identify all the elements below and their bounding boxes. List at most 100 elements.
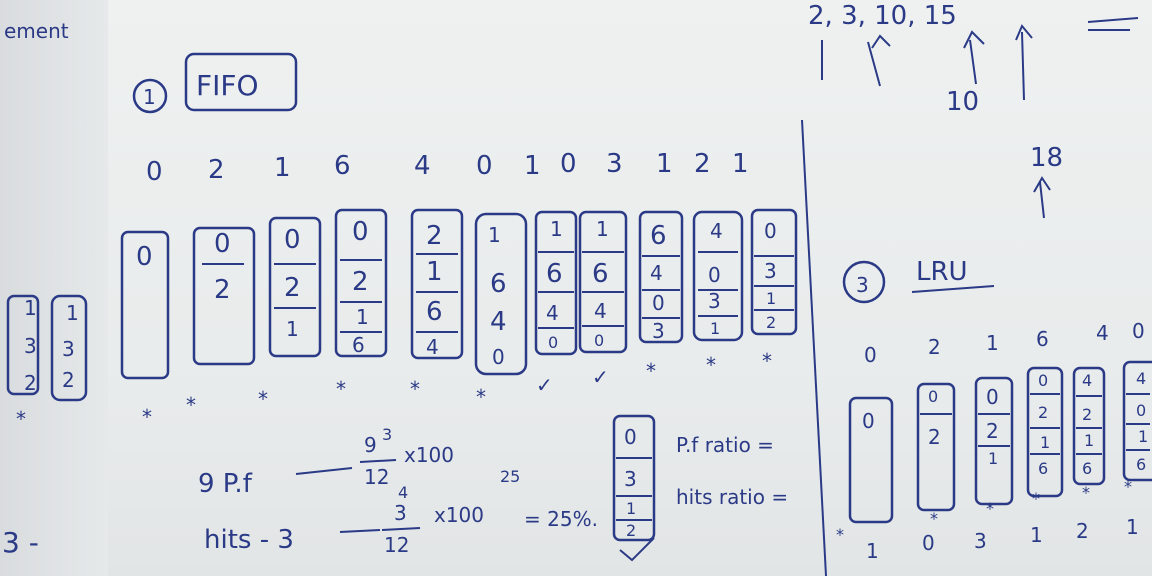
fifo-col4-cell2: 2 <box>352 267 369 297</box>
left-cell-b-2: 3 <box>62 337 75 361</box>
hit-ratio-label: hits ratio = <box>676 485 788 509</box>
fifo-column-4 <box>334 208 388 358</box>
fifo-col7-cell2: 6 <box>546 259 563 289</box>
lru-mark-2: * <box>930 509 938 528</box>
fifo-ref-6: 1 <box>524 151 541 181</box>
fifo-ref-2: 1 <box>274 153 291 183</box>
fifo-column-5 <box>410 208 464 360</box>
fifo-col11-cell1: 0 <box>764 219 777 243</box>
lru-col2-cell2: 2 <box>928 425 941 449</box>
left-cell-a-1: 1 <box>24 296 37 320</box>
lru-mark-5: * <box>1082 483 1090 502</box>
fifo-ref-3: 6 <box>334 151 351 181</box>
fifo-column-1 <box>120 230 170 380</box>
fifo-col6-cell4: 0 <box>492 345 505 369</box>
hit-label: hits - 3 <box>204 525 294 555</box>
lru-col4-cell3: 1 <box>1040 433 1050 452</box>
fifo-col11-cell2: 3 <box>764 259 777 283</box>
fifo-mark-4: * <box>336 377 346 401</box>
fifo-reference-string: 0 2 1 6 4 0 1 0 3 1 2 1 <box>146 149 749 187</box>
lru-ref-1: 2 <box>928 335 941 359</box>
lru-bottom-2: 3 <box>974 529 987 553</box>
left-cell-a-3: 2 <box>24 371 37 395</box>
fifo-col5-cell1: 2 <box>426 221 443 251</box>
hit-bottom: 12 <box>384 533 409 557</box>
fifo-column-2 <box>192 226 256 366</box>
fifo-col9-cell4: 3 <box>652 319 665 343</box>
fifo-ref-9: 1 <box>656 149 673 179</box>
left-page-frames: 1 3 2 1 3 2 * <box>6 294 88 431</box>
fault-top2: 3 <box>382 425 392 444</box>
fifo-col8-cell4: 0 <box>594 331 604 350</box>
fault-bottom: 12 <box>364 465 389 489</box>
fifo-section-number: 1 <box>143 85 156 109</box>
lru-col3-cell1: 0 <box>986 385 999 409</box>
fifo-ref-5: 0 <box>476 151 493 181</box>
fifo-col11-cell3: 1 <box>766 289 776 308</box>
fifo-column-3 <box>268 216 322 358</box>
lru-col5-cell1: 4 <box>1082 371 1092 390</box>
fifo-col11-cell4: 2 <box>766 313 776 332</box>
lru-ref-3: 6 <box>1036 327 1049 351</box>
fifo-col9-cell3: 0 <box>652 291 665 315</box>
hit-multiplier: x100 <box>434 503 484 527</box>
fifo-column-9 <box>638 210 684 344</box>
fifo-col4-cell3: 1 <box>356 305 369 329</box>
left-cell-a-2: 3 <box>24 334 37 358</box>
summary-cell-4: 2 <box>626 521 636 540</box>
fifo-col7-cell1: 1 <box>550 217 563 241</box>
lru-col4-cell1: 0 <box>1038 371 1048 390</box>
lru-mark-6: * <box>1124 477 1132 496</box>
lru-col6-cell1: 4 <box>1136 369 1146 388</box>
fifo-ref-10: 2 <box>694 149 711 179</box>
lru-bottom-4: 2 <box>1076 519 1089 543</box>
fifo-col6-cell2: 6 <box>490 269 507 299</box>
hit-top: 3 <box>394 501 407 525</box>
fault-multiplier: x100 <box>404 443 454 467</box>
fifo-marks: * * * * * * ✓ ✓ * * * <box>142 349 772 429</box>
lru-col6-cell3: 1 <box>1138 427 1148 446</box>
lru-bottom-0: 1 <box>866 539 879 563</box>
fifo-mark-8: ✓ <box>592 365 609 389</box>
fifo-mark-6: * <box>476 385 486 409</box>
top-right-text-2: 10 <box>946 87 979 117</box>
lru-col5-cell3: 1 <box>1084 431 1094 450</box>
page-divider <box>801 119 827 576</box>
fifo-title-box <box>184 52 298 112</box>
lru-ref-2: 1 <box>986 331 999 355</box>
summary-cell-2: 3 <box>624 467 637 491</box>
fifo-hit-calculation: hits - 3 3 12 x100 25 = 25%. <box>204 467 598 557</box>
fifo-col5-cell4: 4 <box>426 335 439 359</box>
lru-bottom-5: 1 <box>1126 515 1139 539</box>
fifo-title: FIFO <box>196 69 259 102</box>
fifo-column-6 <box>474 212 528 376</box>
fifo-col10-cell3: 3 <box>708 289 721 313</box>
fifo-mark-1: * <box>142 405 152 429</box>
fifo-col4-cell4: 6 <box>352 333 365 357</box>
lru-mark-4: * <box>1032 489 1040 508</box>
fifo-col5-cell3: 6 <box>426 297 443 327</box>
lru-reference-string: 0 2 1 6 4 0 <box>864 319 1145 367</box>
lru-col6-cell4: 6 <box>1136 455 1146 474</box>
lru-section-circle <box>842 260 886 304</box>
fifo-mark-5: * <box>410 377 420 401</box>
lru-col3-cell3: 1 <box>988 449 998 468</box>
section-number-circle <box>132 78 168 114</box>
fifo-col8-cell2: 6 <box>592 259 609 289</box>
fifo-col3-cell1: 0 <box>284 225 301 255</box>
fifo-col3-cell2: 2 <box>284 273 301 303</box>
fault-label: 9 P.f <box>198 469 253 499</box>
fifo-col9-cell2: 4 <box>650 261 663 285</box>
fifo-frame-columns: 0 0 2 0 2 1 0 2 1 6 2 1 6 4 1 6 4 0 1 <box>120 208 798 380</box>
left-bottom-text: 3 - <box>2 526 39 559</box>
fifo-mark-2: * <box>186 393 196 417</box>
fifo-ref-0: 0 <box>146 157 163 187</box>
left-miss-mark: * <box>16 407 26 431</box>
lru-frame-columns: 0 0 2 0 2 1 0 2 1 6 4 2 1 6 4 0 1 6 <box>848 360 1152 524</box>
lru-col4-cell4: 6 <box>1038 459 1048 478</box>
fifo-mark-11: * <box>762 349 772 373</box>
fifo-col4-cell1: 0 <box>352 217 369 247</box>
fifo-mark-9: * <box>646 359 656 383</box>
fifo-ref-1: 2 <box>208 155 225 185</box>
